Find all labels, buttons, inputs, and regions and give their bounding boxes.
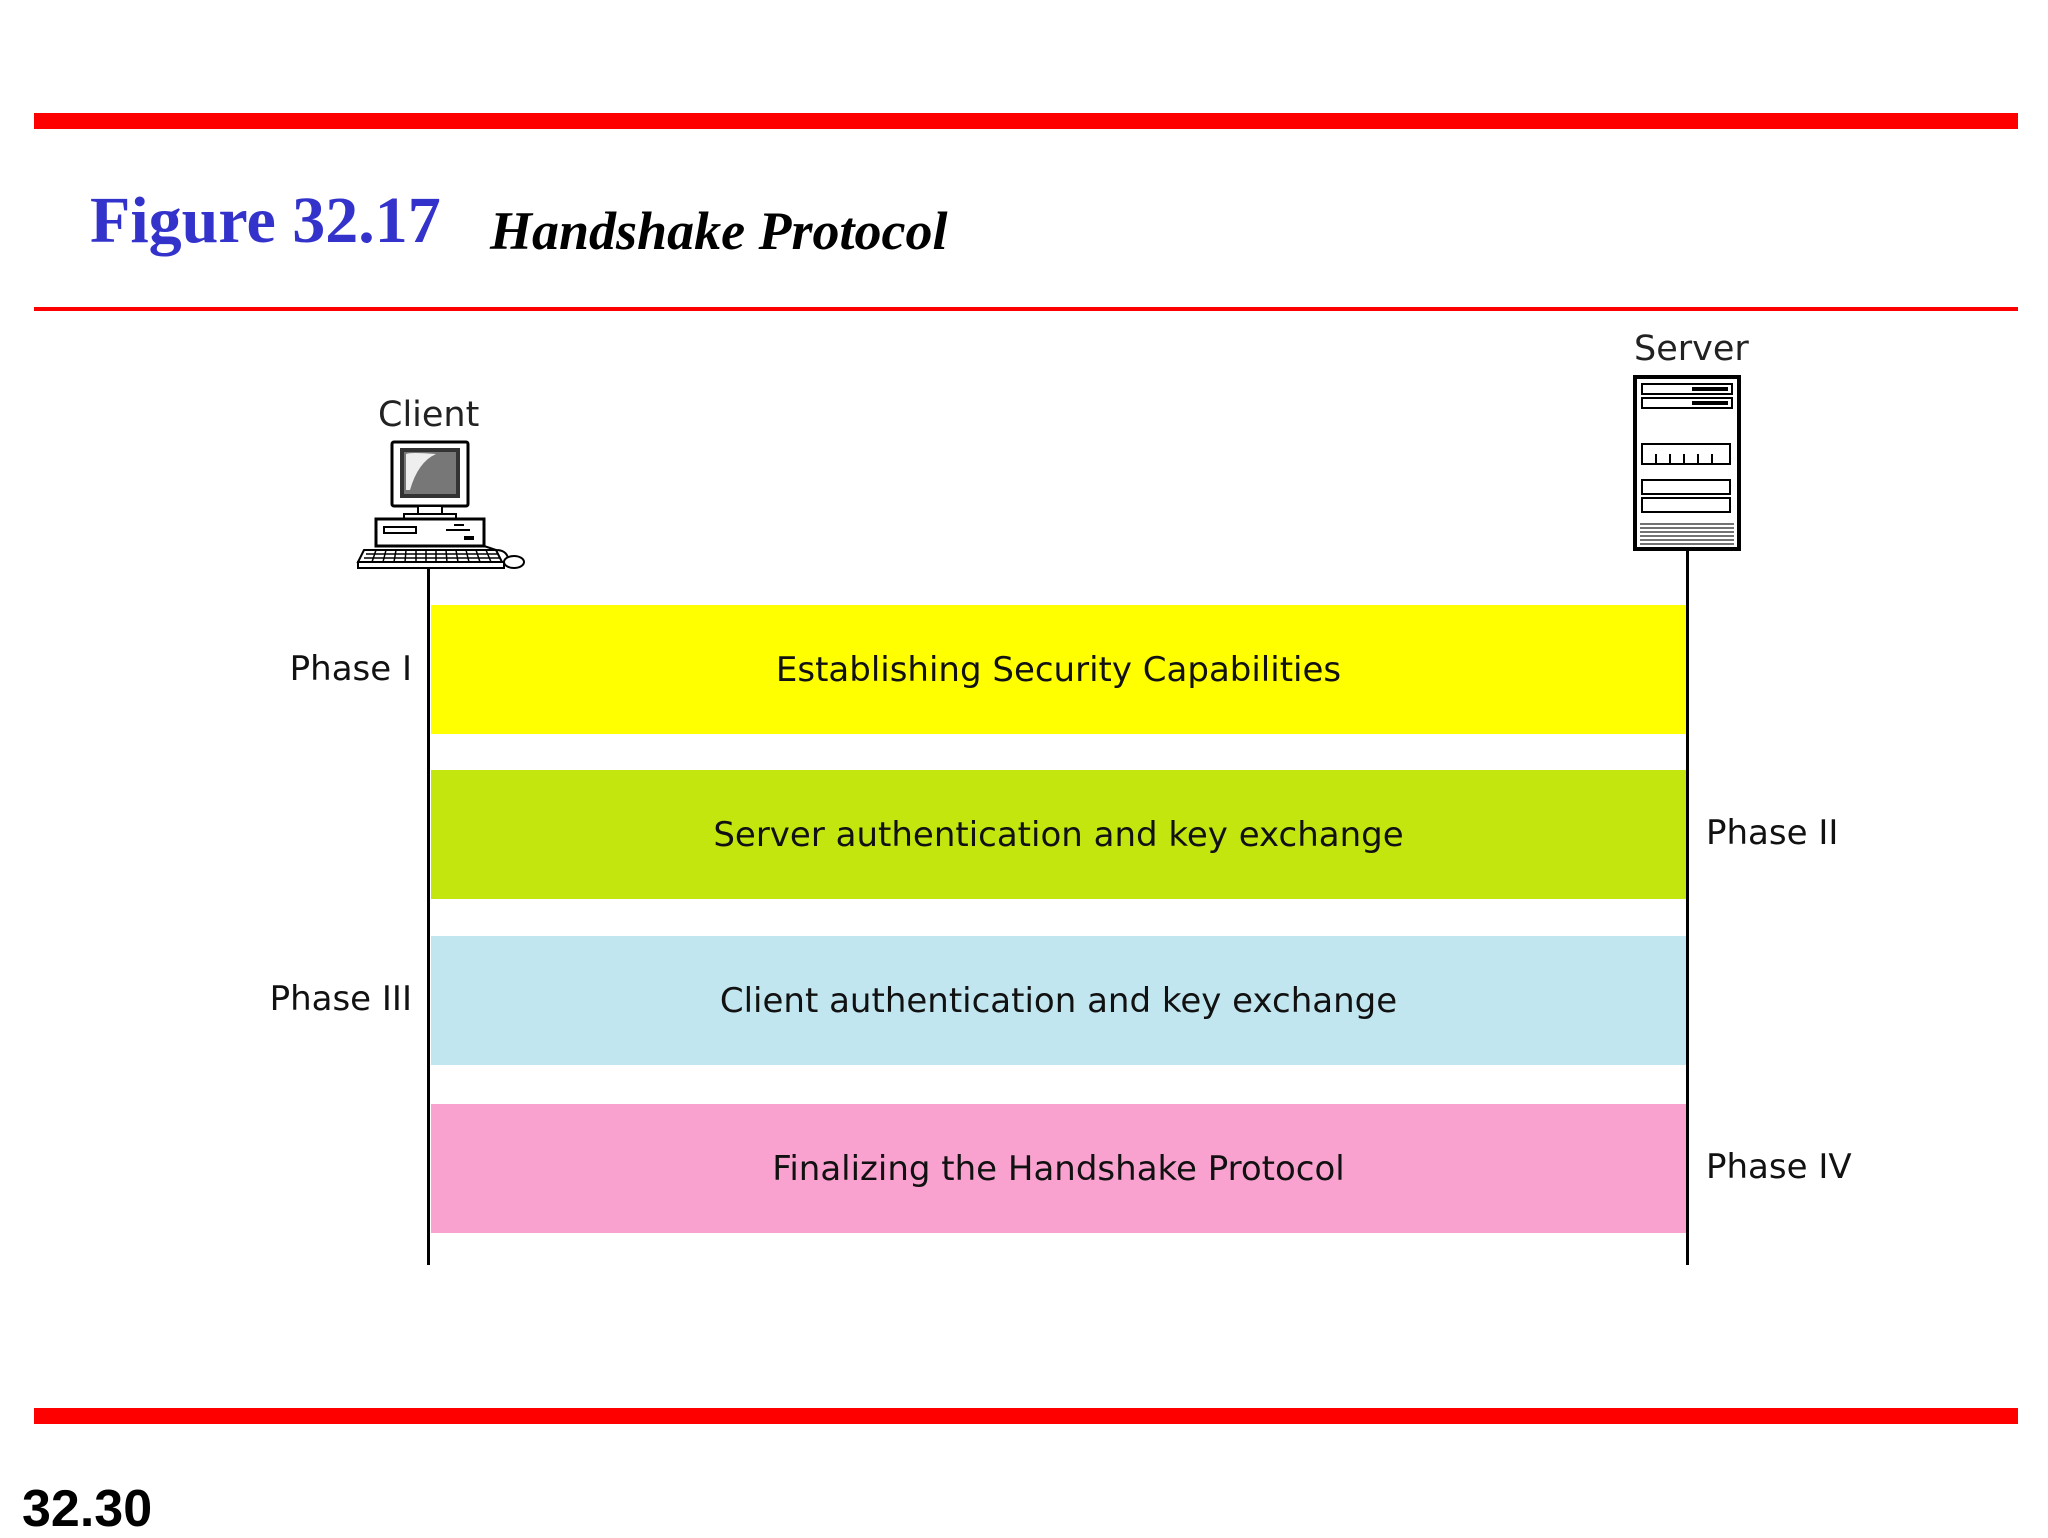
client-lifeline <box>427 568 430 1265</box>
server-tower-icon <box>1633 375 1741 551</box>
title-underline <box>34 307 2018 311</box>
desktop-computer-icon <box>356 440 525 569</box>
phase-4-label: Phase IV <box>1706 1147 1852 1187</box>
phase-2-band: Server authentication and key exchange <box>431 770 1686 899</box>
figure-title: Handshake Protocol <box>490 201 948 261</box>
figure-number: Figure 32.17 <box>90 184 441 257</box>
phase-2-label: Phase II <box>1706 813 1839 853</box>
client-label: Client <box>378 395 480 435</box>
server-label: Server <box>1634 329 1749 369</box>
phase-3-label: Phase III <box>269 979 412 1019</box>
phase-1-band: Establishing Security Capabilities <box>431 605 1686 734</box>
phase-1-label: Phase I <box>289 649 412 689</box>
phase-3-band: Client authentication and key exchange <box>431 936 1686 1065</box>
page-number: 32.30 <box>22 1480 153 1538</box>
bottom-rule <box>34 1408 2018 1424</box>
server-lifeline <box>1686 550 1689 1265</box>
top-rule <box>34 113 2018 129</box>
phase-4-band: Finalizing the Handshake Protocol <box>431 1104 1686 1233</box>
